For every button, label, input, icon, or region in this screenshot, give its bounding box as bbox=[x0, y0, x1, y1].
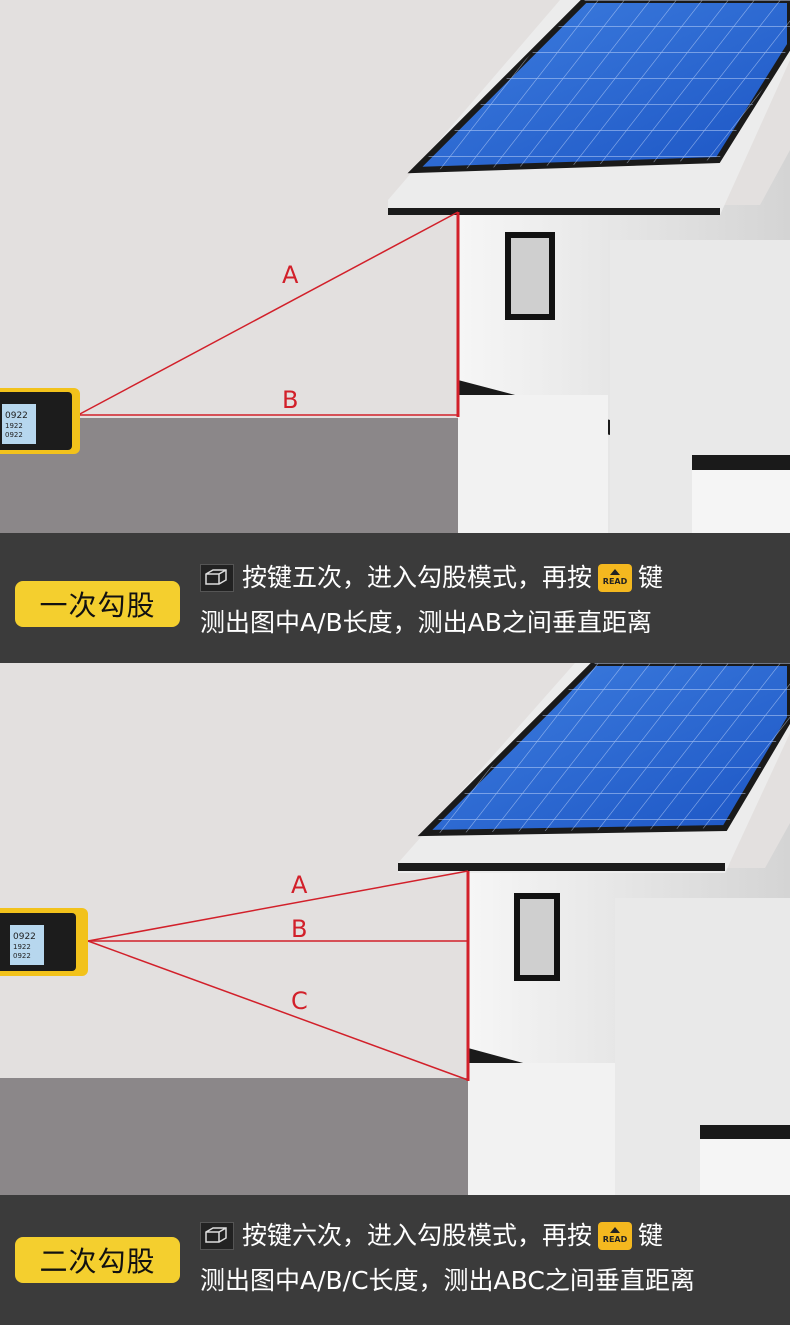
laser-rangefinder-device: 0922 1922 0922 bbox=[0, 908, 88, 976]
svg-text:1922: 1922 bbox=[5, 422, 23, 430]
svg-text:1922: 1922 bbox=[13, 943, 31, 951]
mode-title-badge: 二次勾股 bbox=[15, 1237, 180, 1283]
up-triangle-icon bbox=[610, 1227, 621, 1233]
description: 按键六次，进入勾股模式，再按 READ 键 测出图中A/B/C长度，测出ABC之… bbox=[200, 1213, 695, 1303]
svg-text:0922: 0922 bbox=[5, 411, 28, 421]
instruction-line2: 测出图中A/B长度，测出AB之间垂直距离 bbox=[200, 608, 652, 637]
instruction-line1: 按键六次，进入勾股模式，再按 bbox=[242, 1221, 593, 1250]
scene-one: A B 0922 1922 0922 bbox=[0, 0, 790, 533]
info-band-one: 一次勾股 按键五次，进入勾股模式，再按 READ 键 测出图中A/B长度，测出A… bbox=[0, 533, 790, 663]
label-a: A bbox=[291, 871, 308, 899]
house bbox=[398, 663, 790, 1195]
up-triangle-icon bbox=[610, 569, 621, 575]
laser-rangefinder-device: 0922 1922 0922 bbox=[0, 388, 80, 454]
laser-lines bbox=[77, 211, 460, 417]
instruction-line1-end: 键 bbox=[638, 563, 664, 592]
window bbox=[505, 232, 555, 320]
mode-title-badge: 一次勾股 bbox=[15, 581, 180, 627]
house bbox=[388, 0, 790, 533]
svg-text:0922: 0922 bbox=[13, 952, 31, 960]
laser-lines bbox=[87, 870, 470, 1081]
info-band-two: 二次勾股 按键六次，进入勾股模式，再按 READ 键 测出图中A/B/C长度，测… bbox=[0, 1195, 790, 1325]
svg-text:0922: 0922 bbox=[13, 932, 36, 942]
label-b: B bbox=[291, 915, 307, 943]
label-c: C bbox=[291, 987, 308, 1015]
scene-two: A B C 0922 1922 0922 bbox=[0, 663, 790, 1195]
label-a: A bbox=[282, 261, 299, 289]
window bbox=[514, 893, 560, 981]
read-key-icon: READ bbox=[598, 1221, 633, 1250]
label-b: B bbox=[282, 386, 298, 414]
instruction-line2: 测出图中A/B/C长度，测出ABC之间垂直距离 bbox=[200, 1266, 695, 1295]
instruction-line1-end: 键 bbox=[638, 1221, 664, 1250]
description: 按键五次，进入勾股模式，再按 READ 键 测出图中A/B长度，测出AB之间垂直… bbox=[200, 555, 663, 645]
measure-mode-icon bbox=[200, 563, 234, 592]
svg-text:0922: 0922 bbox=[5, 431, 23, 439]
instruction-line1: 按键五次，进入勾股模式，再按 bbox=[242, 563, 593, 592]
measure-mode-icon bbox=[200, 1221, 234, 1250]
read-key-icon: READ bbox=[598, 563, 633, 592]
